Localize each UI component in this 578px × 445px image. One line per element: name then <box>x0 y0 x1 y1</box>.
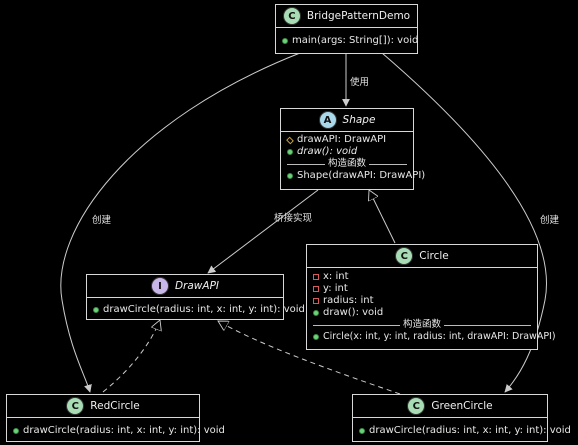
field-row: radius: int <box>313 295 531 307</box>
edge-red-implements <box>102 320 160 393</box>
public-visibility-icon <box>93 307 99 313</box>
constructor-label: 构造函数 <box>324 158 369 169</box>
constructor-divider: 构造函数 <box>287 158 407 170</box>
edge-create-red <box>60 52 301 393</box>
methods-section: drawCircle(radius: int, x: int, y: int):… <box>87 302 305 319</box>
class-green-circle[interactable]: C GreenCircle drawCircle(radius: int, x:… <box>352 394 571 442</box>
interface-badge-icon: I <box>150 277 169 295</box>
method-row: draw(): void <box>313 307 531 319</box>
edge-label-create-right: 创建 <box>540 215 560 226</box>
methods-section: main(args: String[]): void <box>276 32 418 50</box>
edge-circle-extends-shape <box>369 190 396 244</box>
method-row: main(args: String[]): void <box>282 35 418 47</box>
constructor-divider: 构造函数 <box>313 319 531 331</box>
method-text: drawCircle(radius: int, x: int, y: int):… <box>103 304 305 315</box>
class-badge-icon: C <box>395 247 414 265</box>
constructor-label: 构造函数 <box>399 319 444 330</box>
class-red-circle[interactable]: C RedCircle drawCircle(radius: int, x: i… <box>6 394 225 442</box>
field-text: x: int <box>323 271 349 282</box>
class-circle[interactable]: C Circle x: int y: int radius: int draw(… <box>306 244 556 350</box>
public-visibility-icon <box>359 428 365 434</box>
methods-section: drawCircle(radius: int, x: int, y: int):… <box>7 423 225 440</box>
method-text: drawCircle(radius: int, x: int, y: int):… <box>369 425 571 436</box>
constructor-row: Shape(drawAPI: DrawAPI) <box>287 170 425 182</box>
public-visibility-icon <box>287 149 293 155</box>
method-text: drawCircle(radius: int, x: int, y: int):… <box>23 425 225 436</box>
class-name: GreenCircle <box>431 400 493 412</box>
members-section: x: int y: int radius: int draw(): void 构… <box>307 268 556 343</box>
class-badge-icon: C <box>282 7 301 25</box>
protected-visibility-icon <box>286 136 294 144</box>
public-visibility-icon <box>287 173 293 179</box>
methods-section: drawCircle(radius: int, x: int, y: int):… <box>353 423 571 440</box>
members-section: drawAPI: DrawAPI draw(): void 构造函数 Shape… <box>281 132 425 182</box>
edge-label-bridge: 桥接实现 <box>274 213 313 224</box>
private-visibility-icon <box>313 286 319 292</box>
field-text: drawAPI: DrawAPI <box>297 134 387 145</box>
public-visibility-icon <box>313 334 319 340</box>
abstract-badge-icon: A <box>318 111 337 129</box>
field-row: y: int <box>313 283 531 295</box>
edge-label-create-left: 创建 <box>92 215 112 226</box>
class-header: C RedCircle <box>7 395 199 418</box>
public-visibility-icon <box>313 310 319 316</box>
constructor-text: Shape(drawAPI: DrawAPI) <box>297 170 426 181</box>
class-header: A Shape <box>281 109 413 132</box>
public-visibility-icon <box>13 428 19 434</box>
edge-label-use: 使用 <box>350 77 370 88</box>
field-text: y: int <box>323 283 348 294</box>
method-row: drawCircle(radius: int, x: int, y: int):… <box>359 425 571 437</box>
method-row: drawCircle(radius: int, x: int, y: int):… <box>93 304 305 316</box>
field-row: drawAPI: DrawAPI <box>286 134 407 146</box>
edge-create-green <box>381 52 547 393</box>
private-visibility-icon <box>313 298 319 304</box>
field-text: radius: int <box>323 295 374 306</box>
private-visibility-icon <box>313 274 319 280</box>
class-name: Circle <box>419 250 449 262</box>
class-name: DrawAPI <box>174 280 220 292</box>
class-name: RedCircle <box>90 400 140 412</box>
public-visibility-icon <box>282 38 288 44</box>
class-bridge-pattern-demo[interactable]: C BridgePatternDemo main(args: String[])… <box>275 4 418 54</box>
class-name: BridgePatternDemo <box>306 10 411 22</box>
method-row: drawCircle(radius: int, x: int, y: int):… <box>13 425 225 437</box>
field-row: x: int <box>313 271 531 283</box>
class-header: C BridgePatternDemo <box>276 5 417 28</box>
edge-bridge <box>207 189 319 274</box>
class-badge-icon: C <box>407 397 426 415</box>
class-badge-icon: C <box>66 397 85 415</box>
method-row: draw(): void <box>287 146 407 158</box>
class-shape[interactable]: A Shape drawAPI: DrawAPI draw(): void 构造… <box>280 108 425 190</box>
method-text: draw(): void <box>297 146 358 157</box>
class-header: C GreenCircle <box>353 395 547 418</box>
method-text: draw(): void <box>323 307 384 318</box>
class-name: Shape <box>342 114 376 126</box>
interface-drawapi[interactable]: I DrawAPI drawCircle(radius: int, x: int… <box>86 274 305 320</box>
constructor-text: Circle(x: int, y: int, radius: int, draw… <box>323 331 556 342</box>
class-header: C Circle <box>307 245 537 268</box>
class-header: I DrawAPI <box>87 275 283 298</box>
method-text: main(args: String[]): void <box>292 35 419 46</box>
constructor-row: Circle(x: int, y: int, radius: int, draw… <box>313 331 556 343</box>
